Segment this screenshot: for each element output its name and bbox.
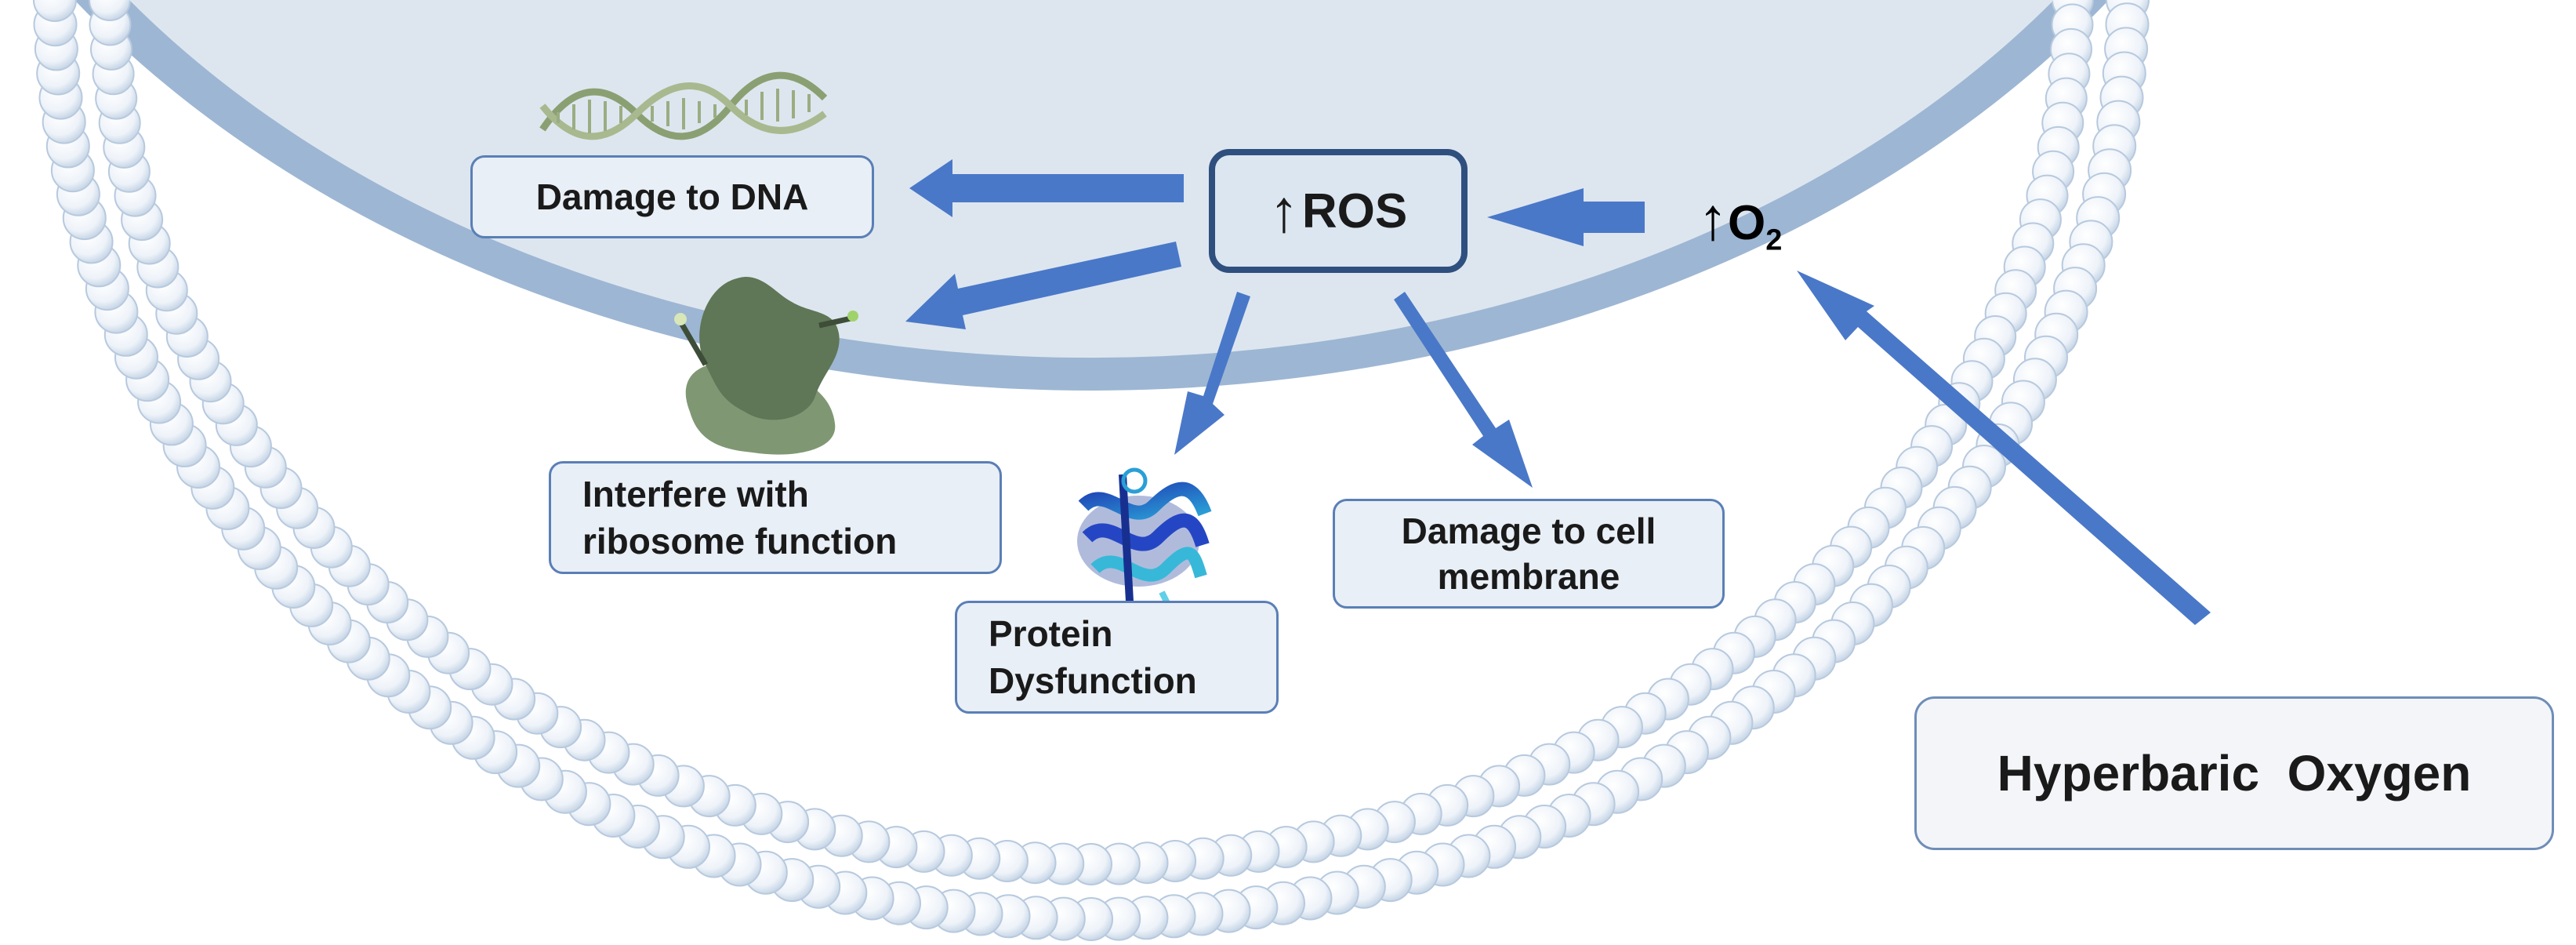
- node-ribosome-interference: Interfere with ribosome function: [549, 461, 1002, 574]
- arrow-o2-to-ros: [1487, 188, 1645, 246]
- node-protein-line2: Dysfunction: [989, 660, 1197, 701]
- node-ribosome-line1: Interfere with: [582, 474, 809, 514]
- node-ros-label: ROS: [1301, 184, 1408, 238]
- arrow-ros-to-ribosome: [905, 242, 1181, 329]
- arrow-hbo-to-o2: [1797, 271, 2211, 625]
- o2-increase-arrow: ↑: [1698, 186, 1728, 253]
- diagram-arrows: [905, 159, 2211, 625]
- node-membrane-damage: Damage to cell membrane: [1333, 499, 1725, 609]
- node-o2-label: O: [1728, 196, 1766, 250]
- protein-structure-icon: [1077, 467, 1212, 617]
- inner-lipid-heads: [89, 0, 2094, 885]
- arrow-ros-to-protein: [1174, 292, 1250, 455]
- ros-increase-arrow: ↑: [1268, 177, 1299, 245]
- ribosome-icon: [674, 276, 858, 455]
- node-damage-to-dna: Damage to DNA: [470, 155, 874, 238]
- node-o2: ↑O2: [1698, 185, 1782, 257]
- lipid-head: [33, 0, 77, 22]
- node-protein-dysfunction: Protein Dysfunction: [955, 601, 1279, 714]
- outer-lipid-heads: [33, 0, 2150, 941]
- cell-membrane: [33, 0, 2150, 941]
- node-hbo-label: Hyperbaric Oxygen: [1997, 745, 2472, 801]
- node-ros: ↑ ROS: [1209, 149, 1468, 273]
- node-o2-subscript: 2: [1765, 224, 1783, 257]
- dna-helix-icon: [539, 71, 828, 140]
- node-membrane-line2: membrane: [1437, 556, 1620, 597]
- node-hyperbaric-oxygen: Hyperbaric Oxygen: [1914, 696, 2554, 850]
- node-membrane-line1: Damage to cell: [1401, 511, 1656, 551]
- node-damage-to-dna-label: Damage to DNA: [535, 176, 809, 217]
- node-ribosome-line2: ribosome function: [582, 521, 898, 562]
- arrow-ros-to-membrane: [1394, 292, 1533, 488]
- arrow-ros-to-dna: [909, 159, 1184, 217]
- node-protein-line1: Protein: [989, 613, 1113, 654]
- lipid-head: [89, 0, 131, 21]
